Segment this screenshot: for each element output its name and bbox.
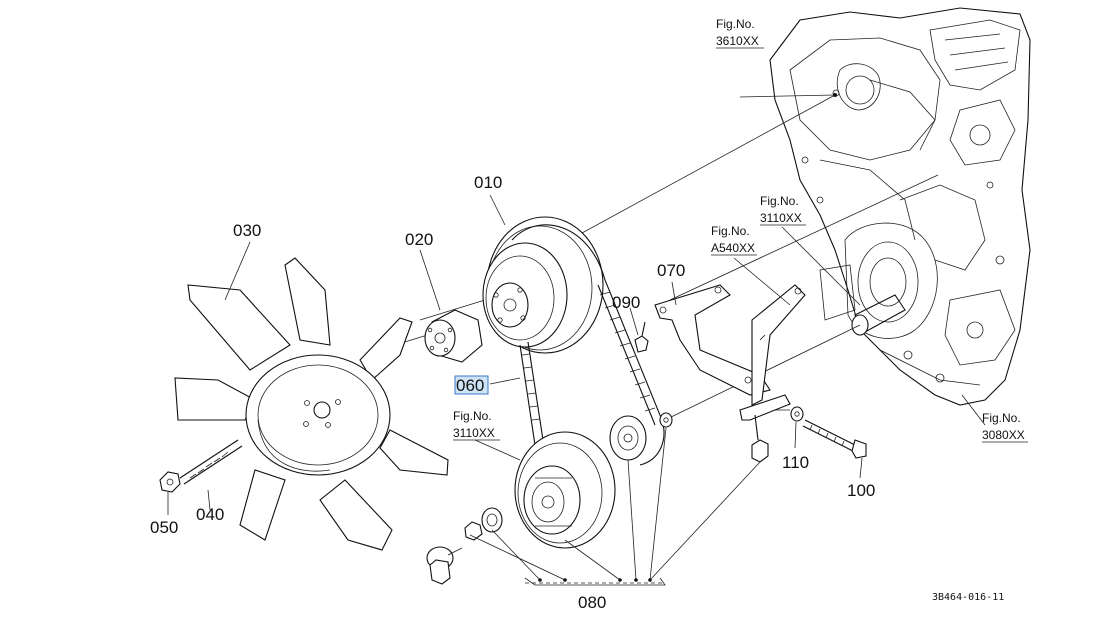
callout-080[interactable]: 080 <box>578 593 606 612</box>
callout-060[interactable]: 060 <box>456 376 484 395</box>
figref-number: 3110XX <box>453 426 495 440</box>
figref-3110-lower[interactable]: Fig.No. 3110XX <box>453 409 500 441</box>
figref-3110-upper[interactable]: Fig.No. 3110XX <box>760 194 806 226</box>
figure-references: Fig.No. 3610XX Fig.No. 3110XX Fig.No. A5… <box>453 17 1028 443</box>
washer-mid <box>659 412 673 428</box>
figref-number: 3610XX <box>716 34 759 48</box>
crankshaft-pulley <box>514 431 616 549</box>
idler-pulley <box>609 415 647 461</box>
callout-010[interactable]: 010 <box>474 173 502 192</box>
figref-3610[interactable]: Fig.No. 3610XX <box>716 17 764 49</box>
fan-nut <box>159 471 181 493</box>
crank-seal <box>481 507 503 533</box>
fan-belt <box>511 224 665 466</box>
figref-number: 3110XX <box>760 211 802 225</box>
figref-a540[interactable]: Fig.No. A540XX <box>711 224 757 256</box>
figref-title: Fig.No. <box>982 411 1021 425</box>
document-code: 3B464-016-11 <box>932 592 1004 603</box>
figref-number: 3080XX <box>982 428 1025 442</box>
fan-bolt <box>179 439 243 485</box>
highlight-box <box>454 375 489 395</box>
bolt-090 <box>634 321 649 353</box>
figref-title: Fig.No. <box>453 409 492 423</box>
long-bolt-100 <box>802 419 867 459</box>
assembly-lines <box>394 94 939 421</box>
figref-number: A540XX <box>711 241 755 255</box>
callout-020[interactable]: 020 <box>405 230 433 249</box>
water-pump-pulley <box>482 216 604 354</box>
callout-090[interactable]: 090 <box>612 293 640 312</box>
callout-070[interactable]: 070 <box>657 261 685 280</box>
callout-040[interactable]: 040 <box>196 505 224 524</box>
part-callouts: 010 020 030 040 050 060 070 080 090 100 … <box>150 173 875 612</box>
engine-block <box>769 7 1031 406</box>
callout-030[interactable]: 030 <box>233 221 261 240</box>
callout-110[interactable]: 110 <box>782 453 809 472</box>
figref-title: Fig.No. <box>716 17 755 31</box>
fan-spacer <box>424 309 483 363</box>
callout-050[interactable]: 050 <box>150 518 178 537</box>
alternator-bracket <box>654 284 771 396</box>
crank-nut <box>464 521 483 541</box>
adjust-plate <box>751 284 806 406</box>
leader-lines <box>167 93 986 586</box>
callout-100[interactable]: 100 <box>847 481 875 500</box>
tension-bracket <box>739 394 791 421</box>
cooling-fan <box>174 257 449 551</box>
washer-110 <box>790 406 804 422</box>
figref-title: Fig.No. <box>760 194 799 208</box>
crank-bolt <box>426 546 463 585</box>
bracket-bolt-110 <box>751 414 769 463</box>
figref-3080[interactable]: Fig.No. 3080XX <box>982 411 1028 443</box>
figref-title: Fig.No. <box>711 224 750 238</box>
